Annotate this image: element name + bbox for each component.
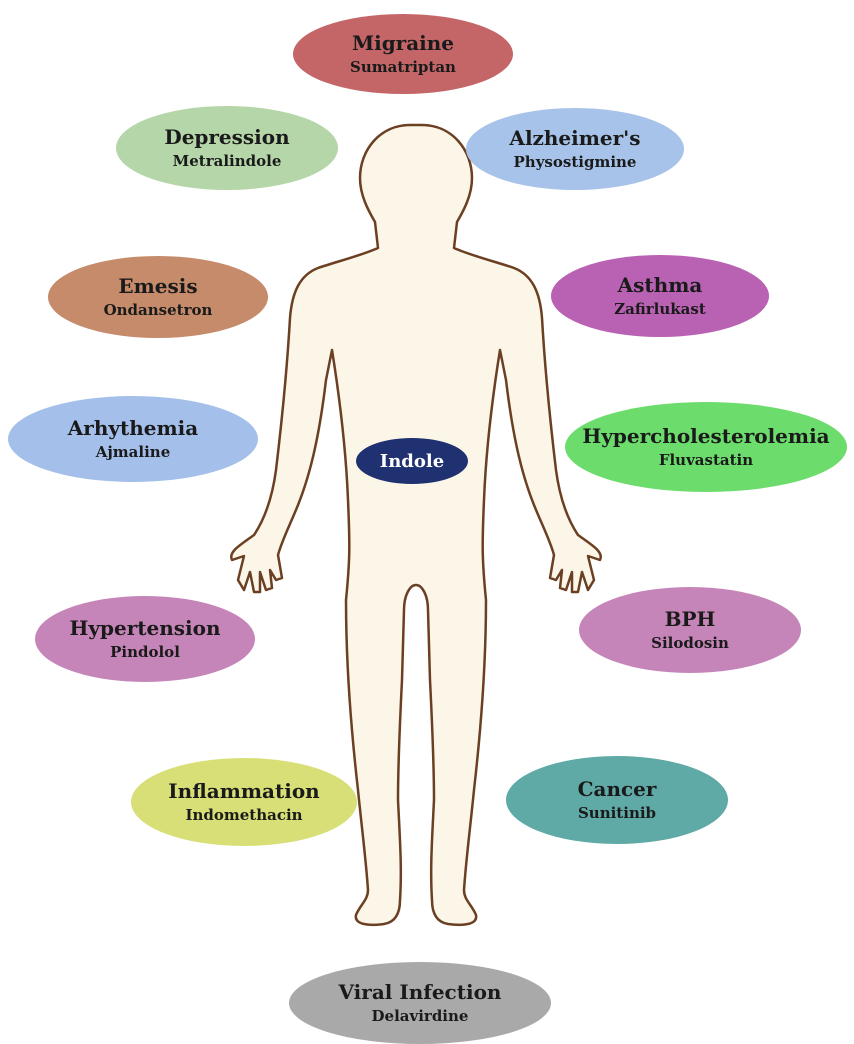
condition-viral-infection: Viral Infection Delavirdine: [289, 962, 551, 1044]
disease-label: Cancer: [578, 776, 657, 802]
drug-label: Metralindole: [173, 150, 282, 172]
disease-label: Alzheimer's: [509, 125, 640, 151]
condition-cancer: Cancer Sunitinib: [506, 756, 728, 844]
drug-label: Sunitinib: [578, 802, 656, 824]
condition-asthma: Asthma Zafirlukast: [551, 255, 769, 337]
drug-label: Zafirlukast: [614, 298, 706, 320]
disease-label: Emesis: [118, 273, 197, 299]
disease-label: Hypertension: [69, 615, 220, 641]
disease-label: BPH: [665, 606, 716, 632]
drug-label: Pindolol: [110, 641, 180, 663]
disease-label: Asthma: [618, 272, 703, 298]
drug-label: Sumatriptan: [350, 56, 456, 78]
disease-label: Migraine: [352, 30, 454, 56]
condition-hypertension: Hypertension Pindolol: [35, 596, 255, 682]
disease-label: Viral Infection: [339, 979, 502, 1005]
disease-label: Arhythemia: [68, 415, 198, 441]
drug-label: Ondansetron: [104, 299, 213, 321]
condition-hypercholesterolemia: Hypercholesterolemia Fluvastatin: [565, 402, 847, 492]
drug-label: Indomethacin: [185, 804, 302, 826]
drug-label: Delavirdine: [372, 1005, 469, 1027]
condition-alzheimers: Alzheimer's Physostigmine: [466, 108, 684, 190]
condition-depression: Depression Metralindole: [116, 106, 338, 190]
disease-label: Depression: [164, 124, 289, 150]
condition-inflammation: Inflammation Indomethacin: [131, 758, 357, 846]
disease-label: Hypercholesterolemia: [582, 423, 829, 449]
indole-center-label: Indole: [356, 438, 468, 484]
condition-migraine: Migraine Sumatriptan: [293, 14, 513, 94]
drug-label: Ajmaline: [96, 441, 171, 463]
condition-bph: BPH Silodosin: [579, 587, 801, 673]
condition-emesis: Emesis Ondansetron: [48, 256, 268, 338]
drug-label: Fluvastatin: [659, 449, 753, 471]
disease-label: Inflammation: [168, 778, 319, 804]
condition-arrhythmia: Arhythemia Ajmaline: [8, 396, 258, 482]
drug-label: Physostigmine: [514, 151, 637, 173]
drug-label: Silodosin: [651, 632, 729, 654]
